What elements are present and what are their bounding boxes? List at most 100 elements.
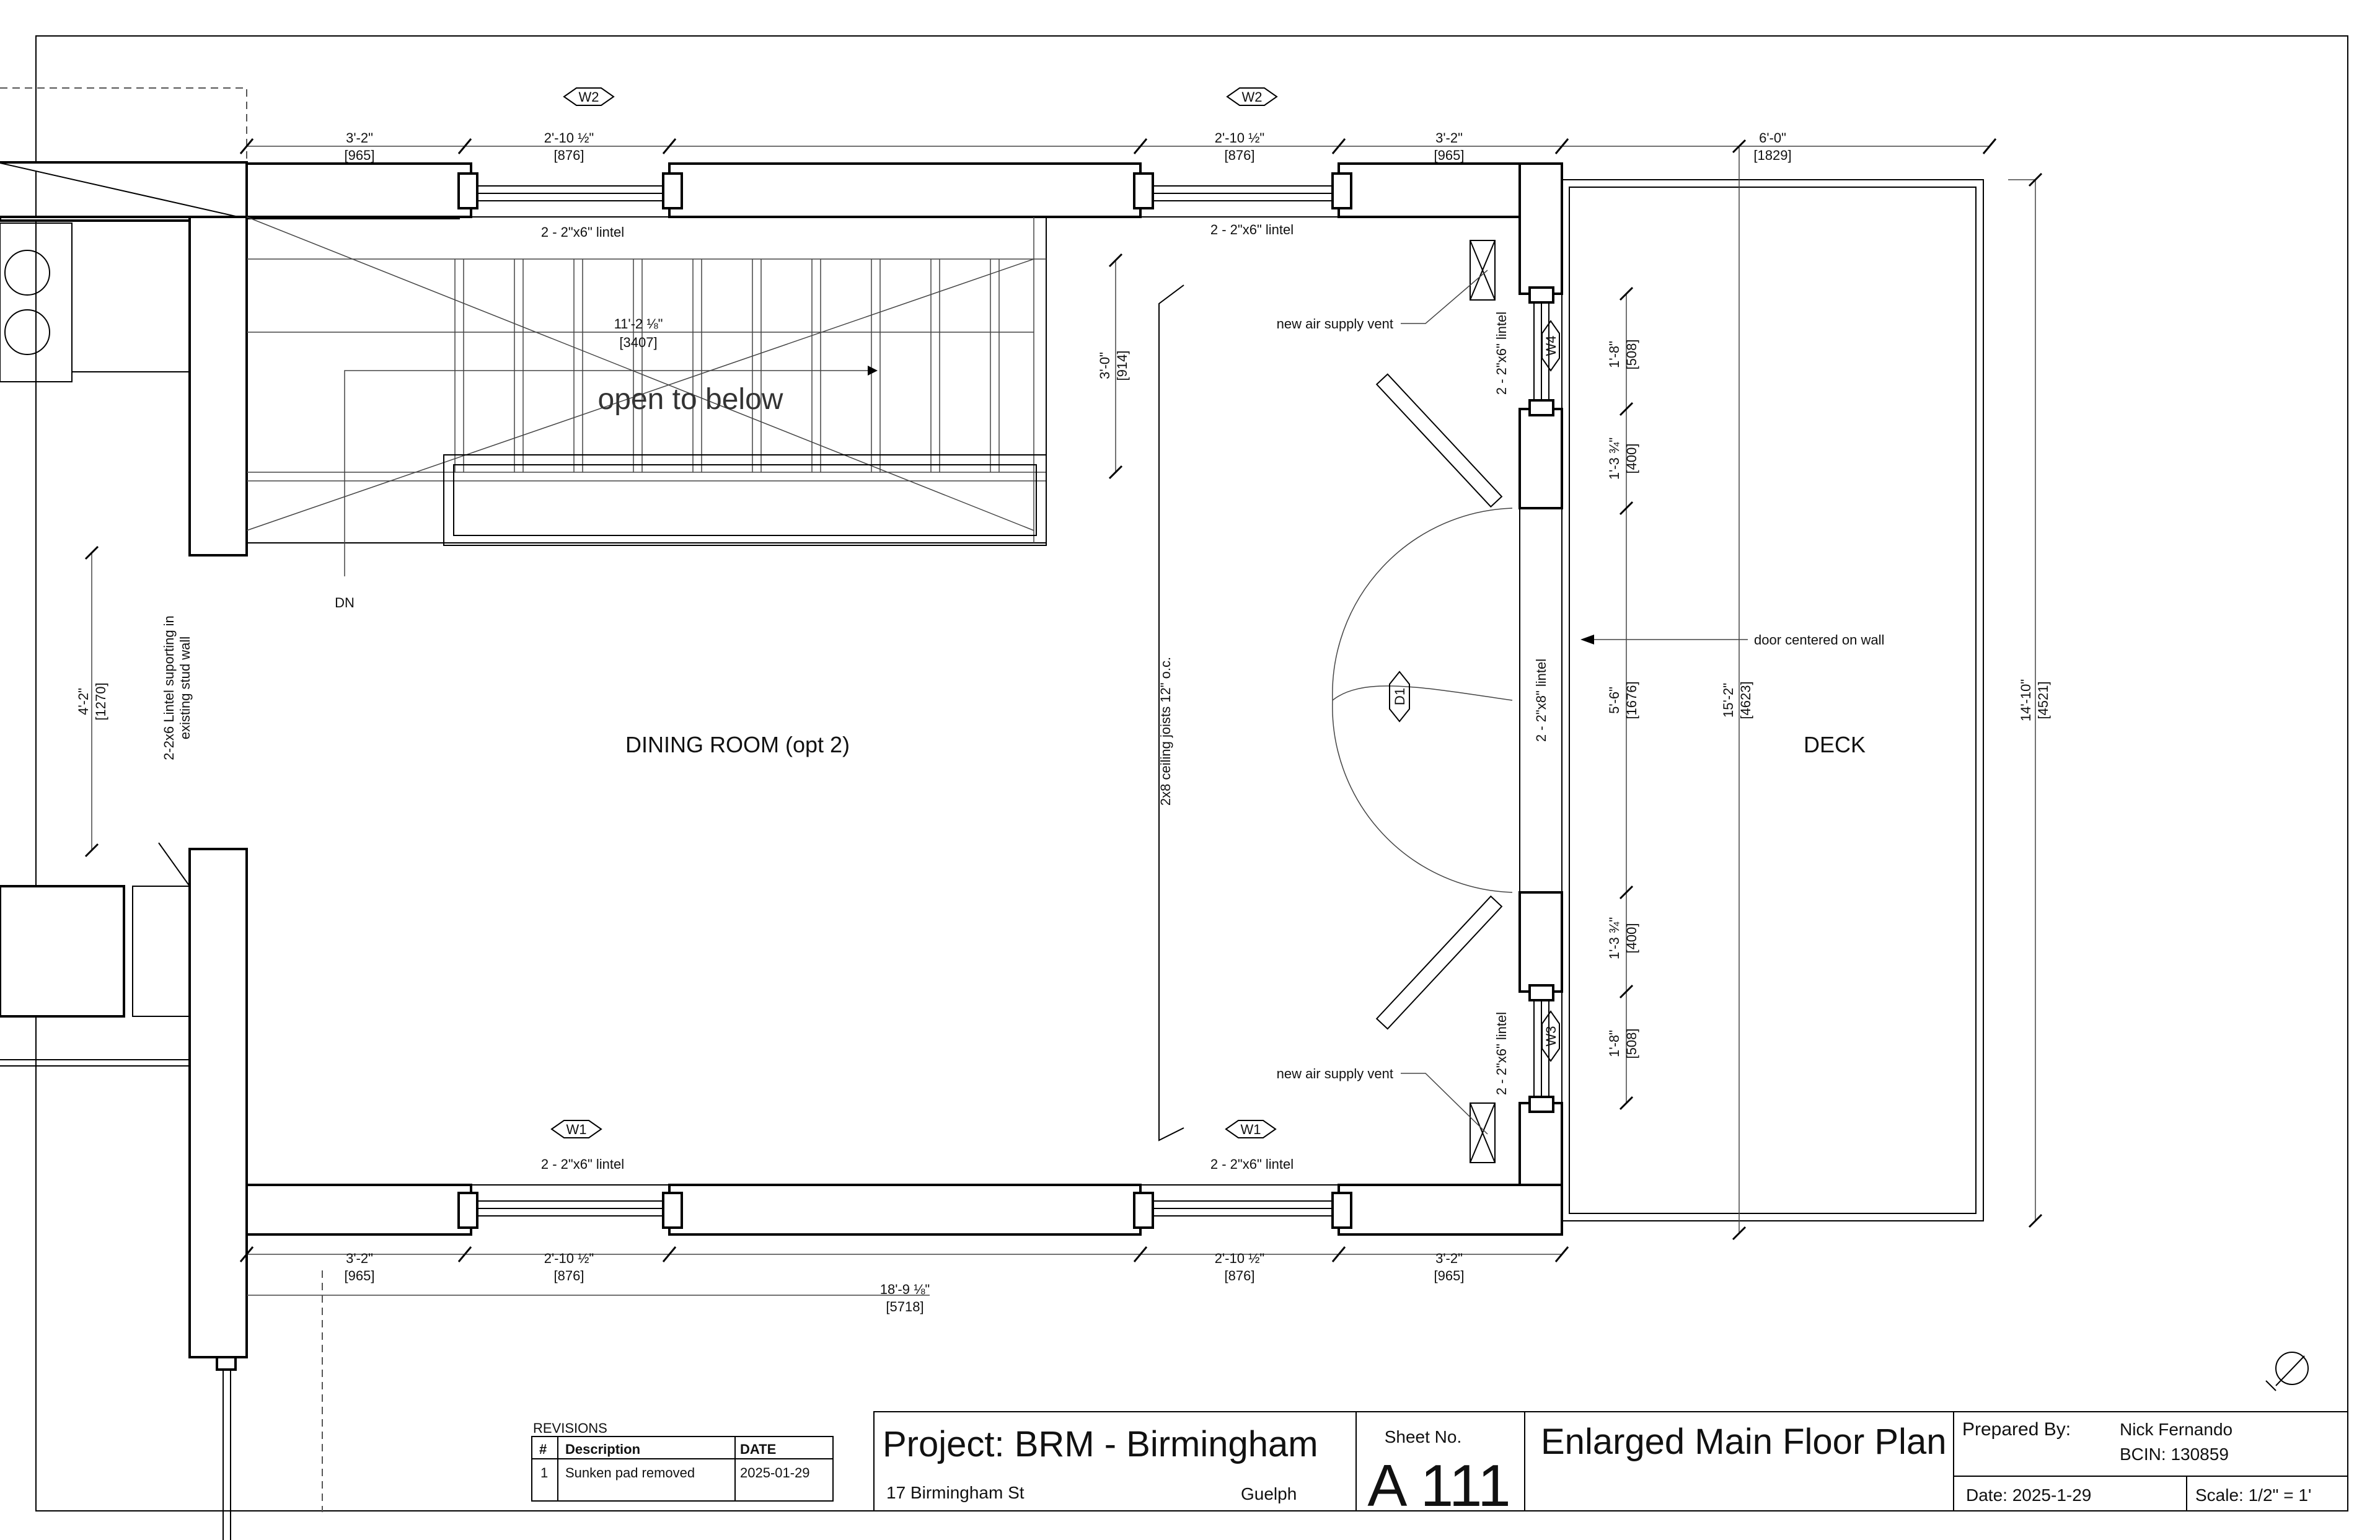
dim-bot-2: 2'-10 ½" — [544, 1251, 594, 1266]
window-tag-w4: W4 — [1541, 320, 1560, 372]
dim-deck-depth-metric: [4521] — [2035, 681, 2051, 719]
note-vent-bottom: new air supply vent — [1277, 1066, 1393, 1081]
dim-r-gap2-metric: [400] — [1624, 923, 1639, 954]
door-tag-d1: D1 — [1389, 671, 1410, 723]
tag-w4: W4 — [1543, 336, 1559, 356]
title-block — [873, 1411, 2348, 1511]
dimension-lines — [91, 146, 2036, 1296]
tb-sheet-label: Sheet No. — [1385, 1427, 1462, 1446]
dim-r-w4: 1'-8" — [1606, 341, 1622, 368]
tag-w1-left: W1 — [566, 1122, 587, 1137]
rev-header-num: # — [539, 1441, 547, 1457]
sheet-border — [35, 35, 2348, 1511]
vent-top — [1401, 240, 1496, 324]
dim-stair-width: 3'-0" — [1097, 352, 1113, 379]
rev-row-desc: Sunken pad removed — [565, 1465, 695, 1481]
dim-stair-length: 11'-2 ⅛" — [614, 316, 663, 332]
dim-bot-1-metric: [965] — [345, 1268, 375, 1283]
tag-w1-right: W1 — [1241, 1122, 1261, 1137]
note-lintel-w4: 2 - 2"x6" lintel — [1494, 312, 1509, 395]
dim-top-3: 2'-10 ½" — [1215, 130, 1265, 146]
note-stud-wall-1: 2-2x6 Lintel suporting in — [161, 615, 177, 760]
tag-w2-right: W2 — [1242, 89, 1263, 105]
dim-bot-total: 18'-9 ⅛" — [880, 1282, 930, 1297]
tb-city: Guelph — [1241, 1484, 1297, 1503]
dim-top-deck-metric: [1829] — [1753, 147, 1791, 163]
dim-deck-depth: 14'-10" — [2018, 679, 2034, 721]
revisions-table — [531, 1436, 834, 1502]
tb-date: Date: 2025-1-29 — [1966, 1485, 2091, 1505]
note-lintel-top-right: 2 - 2"x6" lintel — [1210, 222, 1294, 237]
rev-header-desc: Description — [565, 1441, 640, 1457]
note-lintel-bottom-right: 2 - 2"x6" lintel — [1210, 1156, 1294, 1172]
dim-top-1: 3'-2" — [346, 130, 373, 146]
note-lintel-w3: 2 - 2"x6" lintel — [1494, 1012, 1509, 1095]
tag-w3: W3 — [1543, 1026, 1559, 1047]
note-door-centered: door centered on wall — [1754, 632, 1884, 648]
tb-address: 17 Birmingham St — [886, 1483, 1025, 1502]
note-lintel-bottom-left: 2 - 2"x6" lintel — [541, 1156, 624, 1172]
dim-r-w4-metric: [508] — [1624, 340, 1639, 370]
window-tag-w1-left: W1 — [550, 1120, 602, 1138]
dim-stair-width-metric: [914] — [1114, 351, 1130, 381]
window-tag-w3: W3 — [1541, 1010, 1560, 1062]
dim-top-2: 2'-10 ½" — [544, 130, 594, 146]
rev-row-num: 1 — [540, 1465, 548, 1481]
walls — [0, 161, 1563, 1540]
dim-bot-3: 2'-10 ½" — [1215, 1251, 1265, 1266]
revisions-title: REVISIONS — [533, 1420, 607, 1436]
window-tag-w2-left: W2 — [563, 87, 615, 106]
dim-r-gap1: 1'-3 ¾" — [1606, 438, 1622, 480]
tb-sheet-no: A 111 — [1367, 1453, 1510, 1519]
dim-top-4-metric: [965] — [1434, 147, 1465, 163]
dim-r-door: 5'-6" — [1606, 687, 1622, 714]
dim-bot-2-metric: [876] — [554, 1268, 584, 1283]
tb-sheet-title: Enlarged Main Floor Plan — [1541, 1422, 1946, 1462]
dim-top-2-metric: [876] — [554, 147, 584, 163]
dim-r-w3: 1'-8" — [1606, 1030, 1622, 1057]
window-tag-w1-right: W1 — [1225, 1120, 1277, 1138]
dim-bot-3-metric: [876] — [1225, 1268, 1255, 1283]
tb-prepared-label: Prepared By: — [1962, 1419, 2071, 1440]
dim-r-w3-metric: [508] — [1624, 1029, 1639, 1059]
rev-row-date: 2025-01-29 — [740, 1465, 810, 1481]
door-d1 — [1332, 373, 1513, 1030]
room-dining: DINING ROOM (opt 2) — [625, 732, 850, 757]
dim-bot-1: 3'-2" — [346, 1251, 373, 1266]
existing-outline-dashed — [0, 87, 247, 162]
stair-open-to-below: open to below — [598, 383, 783, 416]
dim-r-gap1-metric: [400] — [1624, 444, 1639, 474]
dim-bot-4-metric: [965] — [1434, 1268, 1465, 1283]
joist-direction-line — [1158, 284, 1184, 1142]
dim-left-vertical: 4'-2" — [76, 688, 91, 715]
room-deck: DECK — [1804, 732, 1866, 757]
dim-top-3-metric: [876] — [1225, 147, 1255, 163]
note-lintel-door: 2 - 2"x8" lintel — [1533, 659, 1549, 742]
note-lintel-top-left: 2 - 2"x6" lintel — [541, 224, 624, 240]
dim-r-door-metric: [1676] — [1624, 681, 1639, 719]
dim-r-total: 15'-2" — [1721, 683, 1736, 718]
stair-opening — [246, 216, 1047, 576]
dim-top-deck: 6'-0" — [1759, 130, 1786, 146]
dim-bot-total-metric: [5718] — [886, 1299, 923, 1314]
dim-top-1-metric: [965] — [345, 147, 375, 163]
tag-w2-left: W2 — [579, 89, 599, 105]
tb-project: Project: BRM - Birmingham — [883, 1424, 1318, 1464]
tb-prepared-name: Nick Fernando — [2120, 1420, 2232, 1439]
tag-d1: D1 — [1392, 688, 1408, 705]
dim-left-vertical-metric: [1270] — [93, 682, 108, 720]
note-joists: 2x8 ceiling joists 12" o.c. — [1158, 657, 1173, 806]
note-vent-top: new air supply vent — [1277, 316, 1393, 332]
dim-r-gap2: 1'-3 ¾" — [1606, 917, 1622, 959]
dim-stair-length-metric: [3407] — [619, 335, 657, 350]
dim-top-4: 3'-2" — [1435, 130, 1463, 146]
dim-bot-4: 3'-2" — [1435, 1251, 1463, 1266]
note-stud-wall-2: existing stud wall — [177, 636, 193, 739]
deck — [1561, 179, 1984, 1221]
north-arrow-icon — [2265, 1352, 2309, 1391]
rev-header-date: DATE — [740, 1441, 776, 1457]
tb-scale: Scale: 1/2" = 1' — [2195, 1485, 2311, 1505]
dim-r-total-metric: [4623] — [1738, 681, 1753, 719]
dimension-ticks — [84, 138, 2043, 1262]
